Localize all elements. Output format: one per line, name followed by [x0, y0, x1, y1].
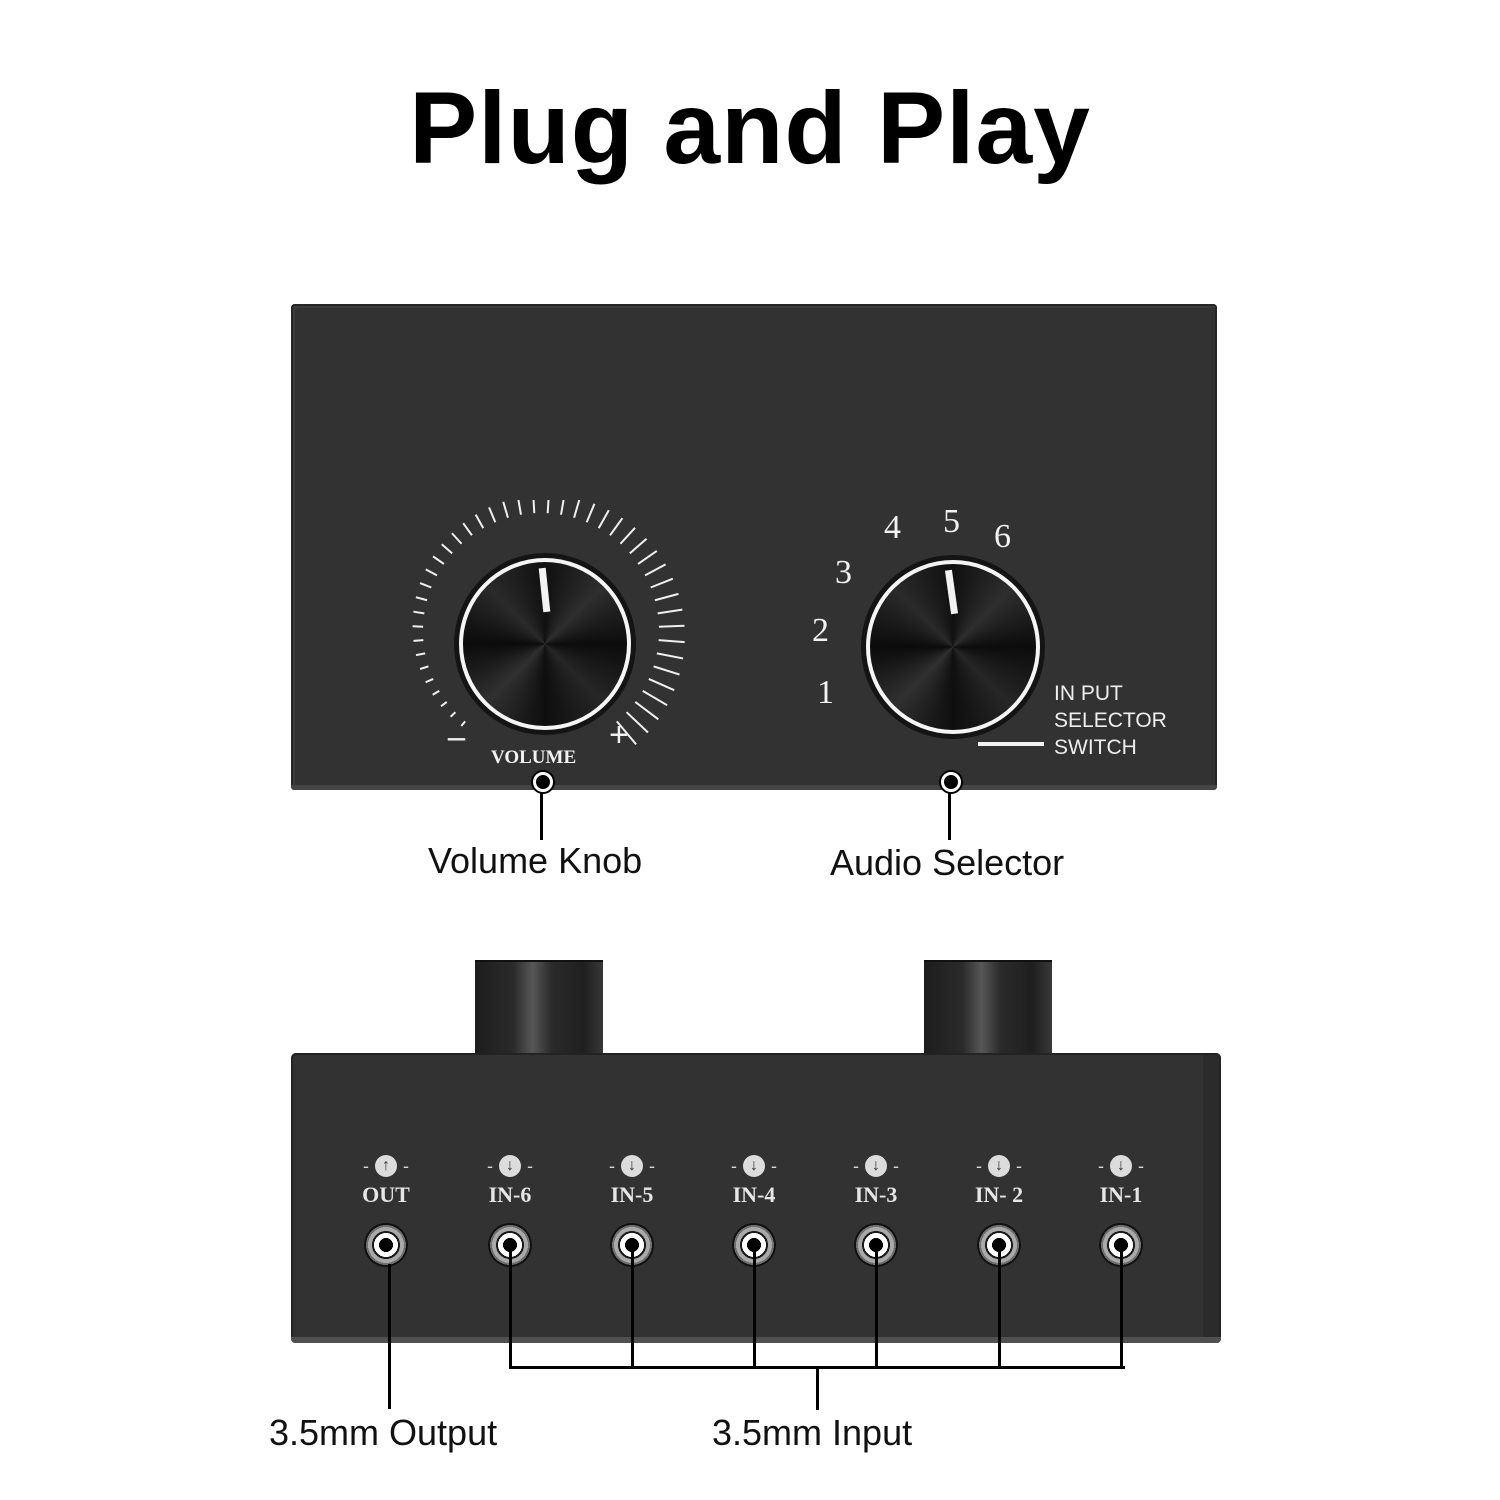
- device-rear-panel: [291, 1053, 1221, 1343]
- selector-callout-dot: [941, 772, 961, 792]
- port-direction-indicator: -↓-: [1066, 1154, 1176, 1178]
- input-selector-label: IN PUT SELECTOR SWITCH: [1054, 680, 1167, 761]
- selector-label-underline: [978, 742, 1044, 746]
- arrow-down-circle-icon: ↓: [743, 1155, 765, 1177]
- port-label: IN-4: [732, 1182, 776, 1207]
- volume-knob-callout: Volume Knob: [428, 840, 643, 881]
- dash-right: -: [1016, 1155, 1022, 1176]
- dash-right: -: [771, 1155, 777, 1176]
- port-direction-indicator: -↑-: [331, 1154, 441, 1178]
- port-label: IN-6: [488, 1182, 532, 1207]
- dash-left: -: [487, 1155, 493, 1176]
- dash-right: -: [527, 1155, 533, 1176]
- dash-left: -: [1098, 1155, 1104, 1176]
- input-callout-line: [1120, 1242, 1123, 1368]
- selector-label-line-3: SWITCH: [1054, 736, 1137, 759]
- port-direction-indicator: -↓-: [699, 1154, 809, 1178]
- audio-jack-3.5mm[interactable]: [364, 1223, 408, 1267]
- selector-label-line-1: IN PUT: [1054, 682, 1123, 705]
- arrow-down-circle-icon: ↓: [621, 1155, 643, 1177]
- input-selector-knob[interactable]: [866, 560, 1040, 734]
- selector-position-1: 1: [817, 674, 834, 711]
- selector-label-line-2: SELECTOR: [1054, 709, 1167, 732]
- dash-left: -: [976, 1155, 982, 1176]
- input-callout-line: [631, 1242, 634, 1368]
- arrow-up-circle-icon: ↑: [375, 1155, 397, 1177]
- selector-position-6: 6: [994, 518, 1011, 555]
- arrow-down-circle-icon: ↓: [865, 1155, 887, 1177]
- port-label: OUT: [362, 1182, 410, 1207]
- selector-position-2: 2: [812, 612, 829, 649]
- arrow-down-circle-icon: ↓: [499, 1155, 521, 1177]
- input-callout-line: [998, 1242, 1001, 1368]
- port-direction-indicator: -↓-: [821, 1154, 931, 1178]
- dash-right: -: [893, 1155, 899, 1176]
- input-callout-line: [509, 1242, 512, 1368]
- output-callout-line: [388, 1264, 391, 1409]
- selector-knob-pointer: [944, 569, 959, 615]
- input-bracket-horizontal: [509, 1366, 1125, 1369]
- input-bracket-stem: [816, 1368, 819, 1410]
- input-callout-line: [753, 1242, 756, 1368]
- volume-knob-side-view: [475, 960, 603, 1060]
- port-direction-indicator: -↓-: [455, 1154, 565, 1178]
- dash-left: -: [731, 1155, 737, 1176]
- output-callout: 3.5mm Output: [269, 1412, 498, 1453]
- audio-selector-callout: Audio Selector: [830, 842, 1065, 883]
- dash-left: -: [363, 1155, 369, 1176]
- dash-right: -: [403, 1155, 409, 1176]
- selector-knob-side-view: [924, 960, 1052, 1060]
- arrow-down-circle-icon: ↓: [988, 1155, 1010, 1177]
- port-direction-indicator: -↓-: [944, 1154, 1054, 1178]
- dash-left: -: [853, 1155, 859, 1176]
- dash-left: -: [609, 1155, 615, 1176]
- volume-plus-sign: +: [609, 716, 629, 754]
- port-direction-indicator: -↓-: [577, 1154, 687, 1178]
- page-title: Plug and Play: [409, 71, 1091, 185]
- volume-knob[interactable]: [459, 558, 631, 730]
- port-label: IN-3: [854, 1182, 898, 1207]
- volume-callout-dot: [533, 772, 553, 792]
- port-out: -↑- OUT: [331, 1154, 441, 1267]
- volume-scale-ticks: [412, 500, 685, 746]
- selector-position-3: 3: [835, 554, 852, 591]
- port-row: -↑-OUT-↓-IN-6-↓-IN-5-↓-IN-4-↓-IN-3-↓-IN-…: [331, 1154, 1181, 1267]
- dash-right: -: [1138, 1155, 1144, 1176]
- port-label: IN-5: [610, 1182, 654, 1207]
- volume-knob-pointer: [538, 567, 551, 613]
- arrow-down-circle-icon: ↓: [1110, 1155, 1132, 1177]
- selector-position-4: 4: [884, 509, 901, 546]
- input-callout: 3.5mm Input: [712, 1412, 913, 1453]
- selector-position-5: 5: [943, 503, 960, 540]
- dash-right: -: [649, 1155, 655, 1176]
- selector-callout-line: [948, 792, 951, 840]
- port-label: IN- 2: [974, 1182, 1024, 1207]
- volume-minus-sign: –: [448, 718, 465, 755]
- volume-label: VOLUME: [491, 747, 577, 768]
- input-callout-line: [875, 1242, 878, 1368]
- volume-callout-line: [540, 792, 543, 840]
- port-label: IN-1: [1099, 1182, 1143, 1207]
